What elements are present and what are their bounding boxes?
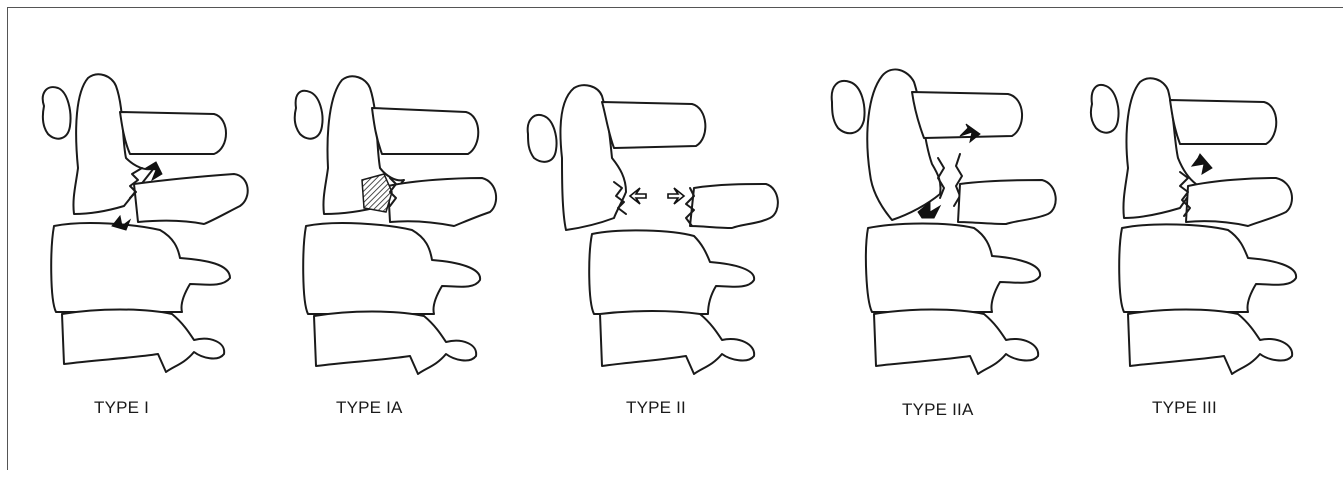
panel-type-1a: TYPE IA bbox=[286, 8, 526, 478]
panel-label: TYPE III bbox=[1152, 398, 1217, 418]
c2-posterior-element bbox=[958, 180, 1056, 224]
type-1-illustration bbox=[34, 8, 274, 478]
c3-body bbox=[600, 311, 754, 374]
panel-label: TYPE I bbox=[94, 398, 149, 418]
c2-posterior-element bbox=[690, 184, 778, 228]
c2-posterior-element bbox=[134, 174, 248, 224]
c2-body bbox=[866, 224, 1040, 313]
c3-body bbox=[314, 312, 476, 375]
panel-type-2a: TYPE IIA bbox=[820, 8, 1060, 478]
posterior-atlas-arch bbox=[1170, 100, 1276, 144]
anterior-atlas-arch bbox=[528, 115, 557, 162]
anterior-atlas-arch bbox=[295, 91, 323, 139]
panel-label: TYPE IIA bbox=[902, 400, 974, 420]
c2-body bbox=[1119, 224, 1296, 312]
figure-frame: TYPE I TYPE IA TYPE II bbox=[7, 7, 1343, 470]
posterior-atlas-arch bbox=[120, 112, 226, 154]
panel-label: TYPE II bbox=[626, 398, 686, 418]
c2-posterior-element bbox=[1186, 178, 1292, 226]
anterior-atlas-arch bbox=[832, 81, 865, 133]
c2-body bbox=[51, 223, 230, 312]
panel-type-2: TYPE II bbox=[522, 8, 762, 478]
fracture-arrow bbox=[1192, 154, 1212, 174]
c2-body bbox=[303, 223, 480, 314]
c2-body bbox=[589, 230, 754, 314]
c3-body bbox=[1128, 310, 1292, 375]
posterior-atlas-arch bbox=[372, 108, 478, 154]
panel-label: TYPE IA bbox=[336, 398, 403, 418]
c3-body bbox=[874, 310, 1038, 375]
anterior-atlas-arch bbox=[1091, 85, 1119, 133]
anterior-atlas-arch bbox=[43, 87, 71, 139]
c2-posterior-element bbox=[388, 178, 496, 226]
panel-type-3: TYPE III bbox=[1084, 8, 1324, 478]
c3-body bbox=[62, 310, 224, 373]
panel-type-1: TYPE I bbox=[34, 8, 274, 478]
posterior-atlas-arch bbox=[602, 102, 705, 148]
distraction-arrow-right bbox=[668, 188, 684, 204]
distraction-arrow-left bbox=[630, 188, 646, 204]
type-1a-illustration bbox=[286, 8, 526, 478]
